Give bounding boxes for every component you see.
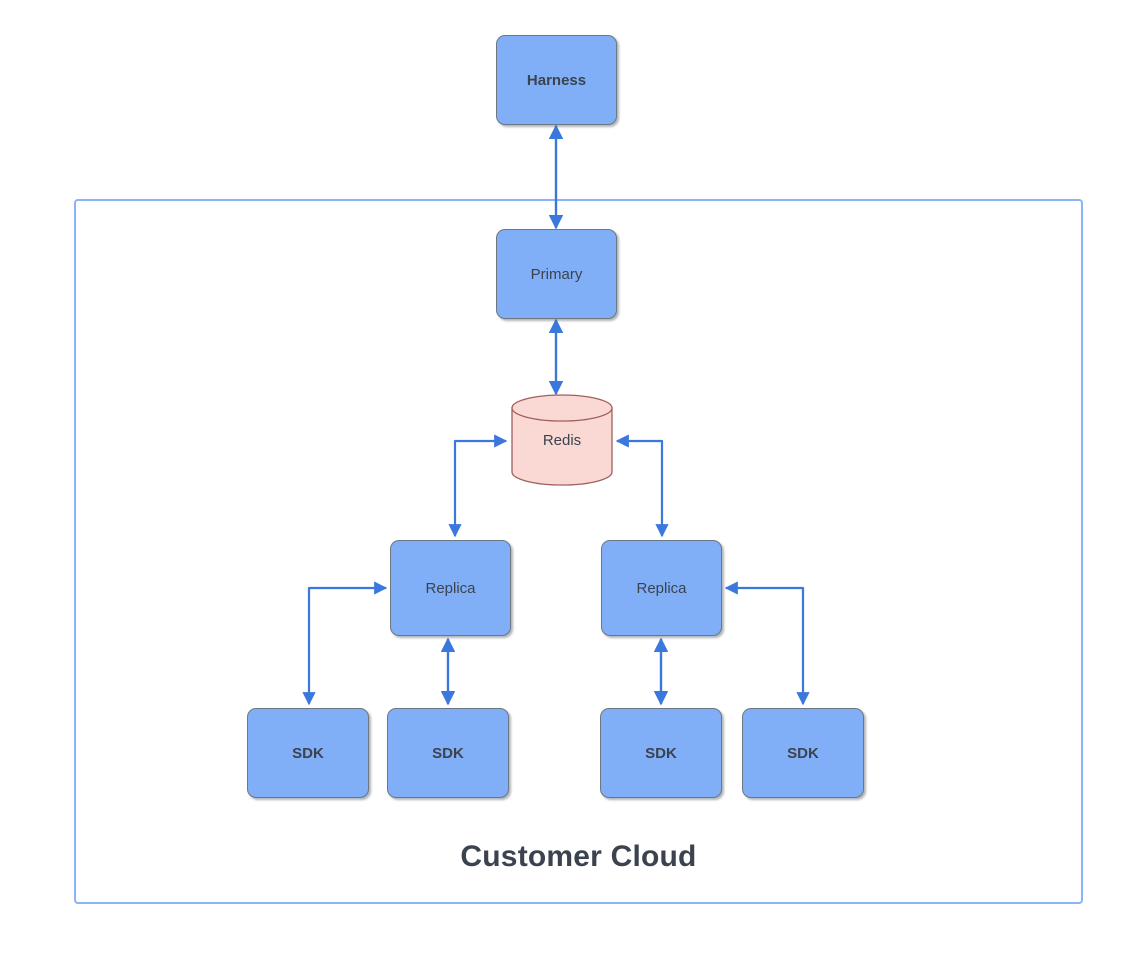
customer-cloud-label: Customer Cloud — [460, 840, 697, 873]
node-sdk-1-label: SDK — [292, 744, 324, 762]
node-primary-label: Primary — [530, 265, 583, 283]
node-sdk-1[interactable]: SDK — [247, 708, 369, 798]
customer-cloud-boundary — [74, 199, 1083, 904]
node-redis-datastore[interactable]: Redis — [511, 394, 613, 486]
node-sdk-3-label: SDK — [645, 744, 677, 762]
node-harness[interactable]: Harness — [496, 35, 617, 125]
node-sdk-2-label: SDK — [432, 744, 464, 762]
node-replica-left[interactable]: Replica — [390, 540, 511, 636]
node-replica-left-label: Replica — [425, 579, 476, 597]
node-replica-right[interactable]: Replica — [601, 540, 722, 636]
node-sdk-4[interactable]: SDK — [742, 708, 864, 798]
node-sdk-4-label: SDK — [787, 744, 819, 762]
node-primary[interactable]: Primary — [496, 229, 617, 319]
cylinder-shape — [511, 394, 613, 486]
node-harness-label: Harness — [526, 71, 587, 89]
node-replica-right-label: Replica — [636, 579, 687, 597]
node-redis-label: Redis — [542, 431, 582, 449]
node-sdk-3[interactable]: SDK — [600, 708, 722, 798]
node-sdk-2[interactable]: SDK — [387, 708, 509, 798]
